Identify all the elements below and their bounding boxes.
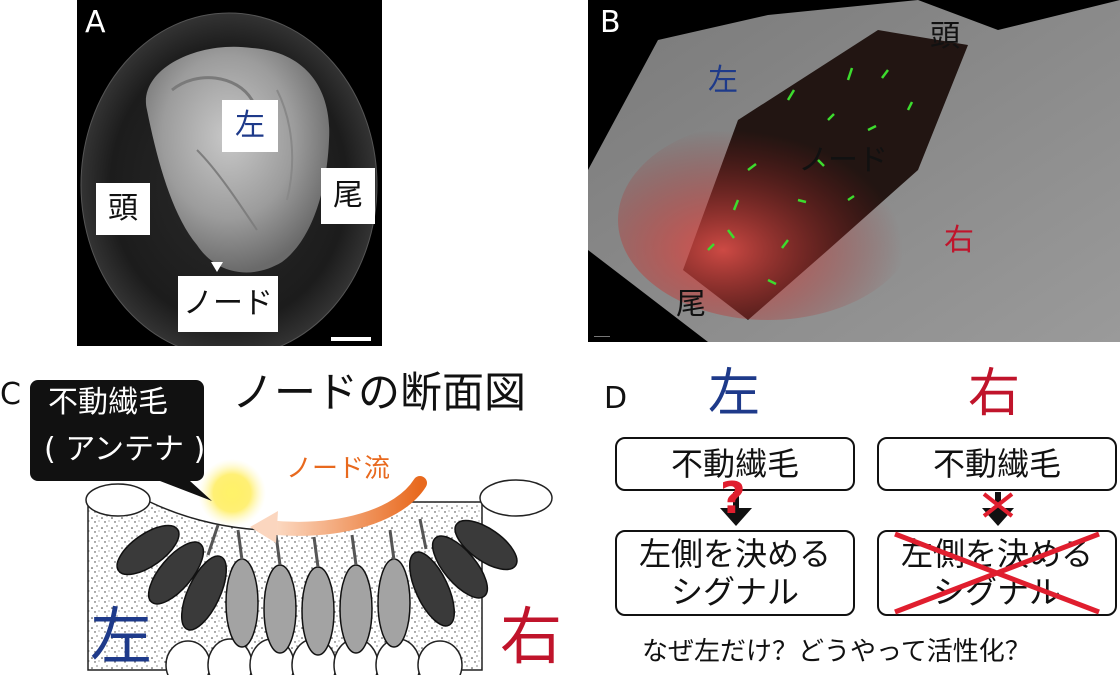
panel-c-left-label: 左 [90,606,152,668]
panel-b-label-head: 頭 [930,22,960,52]
panel-d-right-header: 右 [968,368,1020,420]
panel-b-label-node: ノード [798,146,888,176]
panel-b-label-tail: 尾 [676,290,706,320]
right-arrowhead [982,508,1014,526]
panel-a-label-left: 左 [222,100,278,152]
panel-a-label-head: 頭 [96,183,150,235]
panel-b-label-right: 右 [944,226,974,256]
scale-bar [331,337,371,341]
left-signal-line-1: 左側を決める [639,535,831,573]
panel-a-letter: A [85,8,106,38]
question-mark: ? [720,477,746,521]
panel-b-label-left: 左 [708,66,738,96]
panel-b-letter: B [600,8,621,38]
left-signal-box: 左側を決める シグナル [615,530,855,616]
panel-d-letter: D [604,384,627,414]
panel-a: A 左 頭 尾 ノード [77,0,382,346]
right-signal-cross [877,530,1117,616]
flow-label: ノード流 [286,456,390,482]
panel-d-footer: なぜ左だけ？どうやって活性化？ [642,639,1120,665]
callout-line-1: 不動繊毛 [48,388,168,418]
right-cilia-box: 不動繊毛 [877,437,1117,491]
panel-a-label-tail: 尾 [321,168,375,224]
callout-line-2: ( アンテナ ) [44,435,205,465]
left-signal-line-2: シグナル [671,573,799,611]
panel-a-label-node: ノード [178,276,278,332]
panel-c-right-label: 右 [500,606,562,668]
panel-d-left-header: 左 [708,368,760,420]
panel-b: B 頭 左 ノード 右 尾 [588,0,1120,342]
